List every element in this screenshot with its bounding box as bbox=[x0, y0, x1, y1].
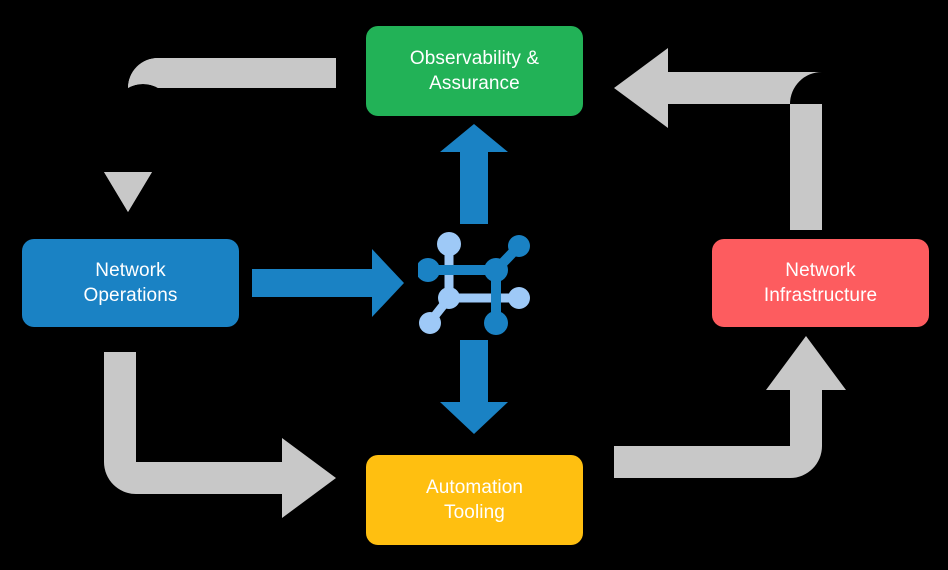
connector-observability-to-operations bbox=[104, 58, 336, 212]
node-label-observability: Observability & Assurance bbox=[409, 47, 540, 94]
network-topology-icon bbox=[418, 232, 530, 335]
node-automation-tooling[interactable]: Automation Tooling bbox=[366, 455, 583, 545]
topology-nodes-light bbox=[419, 232, 530, 334]
connector-automation-to-infrastructure bbox=[614, 336, 846, 478]
connector-hub-to-observability bbox=[440, 124, 508, 224]
connector-operations-to-automation bbox=[104, 352, 336, 518]
connector-operations-to-hub bbox=[252, 249, 404, 317]
node-observability-and-assurance[interactable]: Observability & Assurance bbox=[366, 26, 583, 116]
node-label-network-infrastructure: Network Infrastructure bbox=[763, 259, 878, 306]
node-network-infrastructure[interactable]: Network Infrastructure bbox=[712, 239, 929, 327]
connector-hub-to-automation bbox=[440, 340, 508, 434]
topology-nodes-dark bbox=[418, 235, 530, 335]
node-label-network-operations: Network Operations bbox=[83, 259, 178, 306]
node-network-operations[interactable]: Network Operations bbox=[22, 239, 239, 327]
connector-infrastructure-to-observability bbox=[614, 48, 822, 230]
node-label-automation-tooling: Automation Tooling bbox=[425, 476, 524, 523]
